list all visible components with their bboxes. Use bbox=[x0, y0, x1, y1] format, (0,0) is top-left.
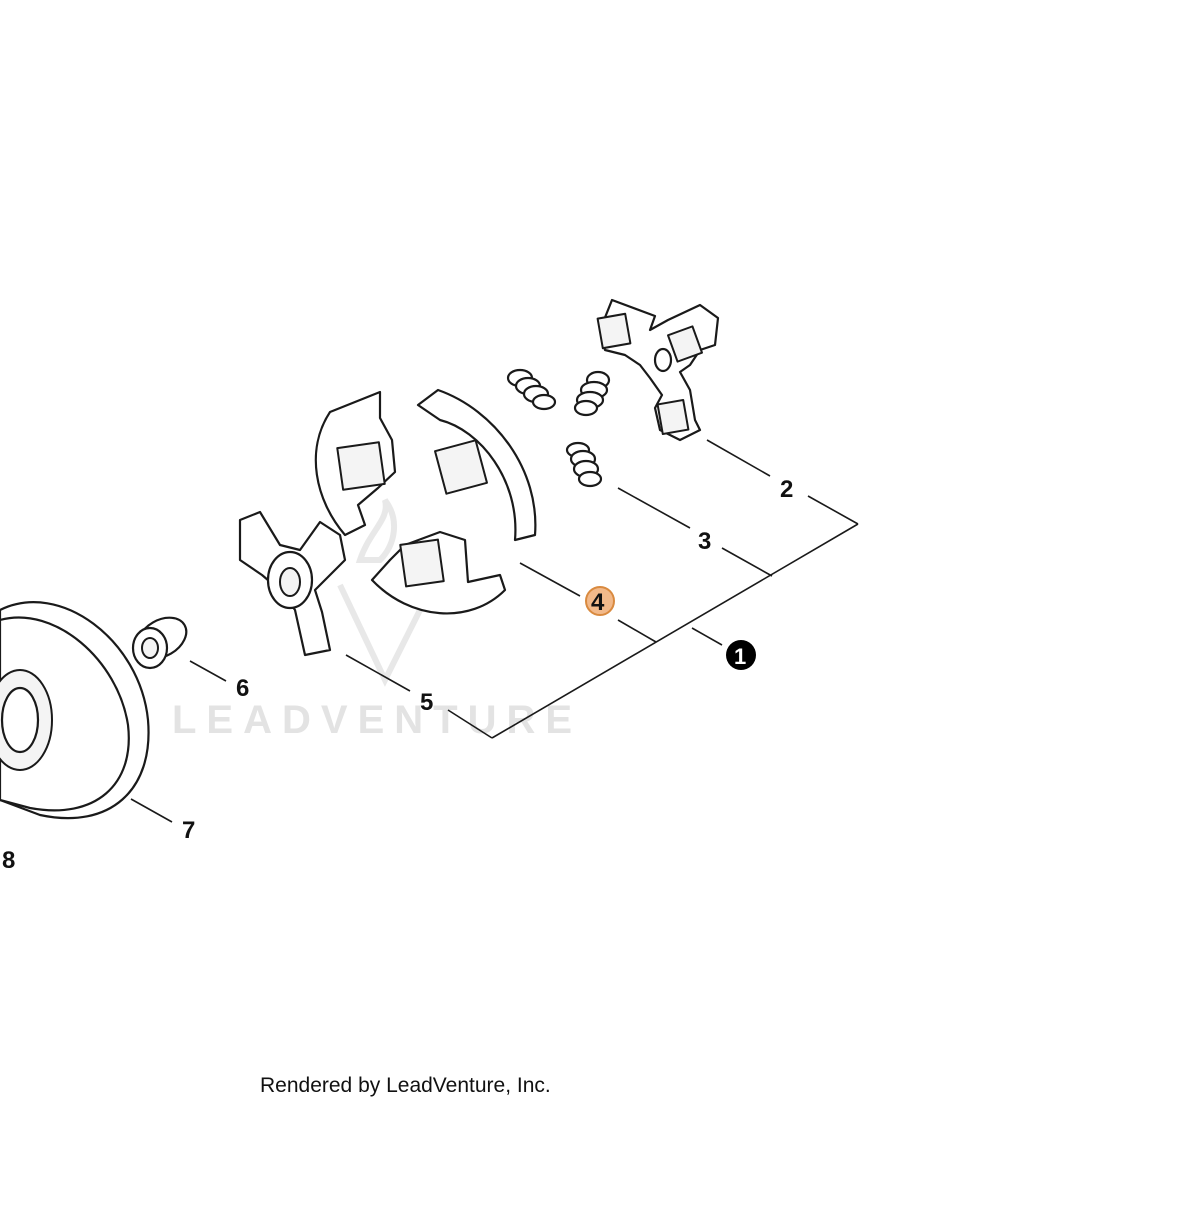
part-3-clutch-springs[interactable] bbox=[506, 368, 611, 488]
part-6-needle-bearing[interactable] bbox=[130, 609, 193, 670]
callout-1: 1 bbox=[734, 644, 746, 669]
callout-6[interactable]: 6 bbox=[236, 675, 249, 702]
callout-1-assembly[interactable]: 1 bbox=[726, 640, 756, 670]
part-4-clutch-shoes[interactable] bbox=[314, 388, 537, 615]
spring-c bbox=[565, 441, 603, 488]
part-5-clutch-carrier[interactable] bbox=[238, 510, 347, 657]
callout-7[interactable]: 7 bbox=[182, 817, 195, 844]
callout-3[interactable]: 3 bbox=[698, 528, 711, 555]
callout-4: 4 bbox=[591, 589, 605, 616]
spring-b bbox=[573, 370, 611, 417]
watermark: LEADVENTURE bbox=[172, 498, 582, 742]
part-2-clutch-hub[interactable] bbox=[596, 298, 720, 442]
callout-2[interactable]: 2 bbox=[780, 476, 793, 503]
part-7-clutch-drum[interactable] bbox=[0, 601, 150, 820]
callouts: 2 3 4 1 5 6 7 8 bbox=[2, 476, 793, 874]
shoe-upper-left bbox=[314, 390, 397, 537]
footer-credit: Rendered by LeadVenture, Inc. bbox=[260, 1074, 551, 1097]
shoe-lower bbox=[370, 530, 507, 615]
callout-4-highlighted[interactable]: 4 bbox=[585, 586, 615, 616]
callout-8[interactable]: 8 bbox=[2, 847, 15, 874]
spring-a bbox=[506, 368, 557, 411]
callout-5[interactable]: 5 bbox=[420, 689, 433, 716]
shoe-upper-right bbox=[416, 388, 537, 542]
watermark-text: LEADVENTURE bbox=[172, 698, 582, 742]
leader-lines bbox=[130, 439, 859, 823]
